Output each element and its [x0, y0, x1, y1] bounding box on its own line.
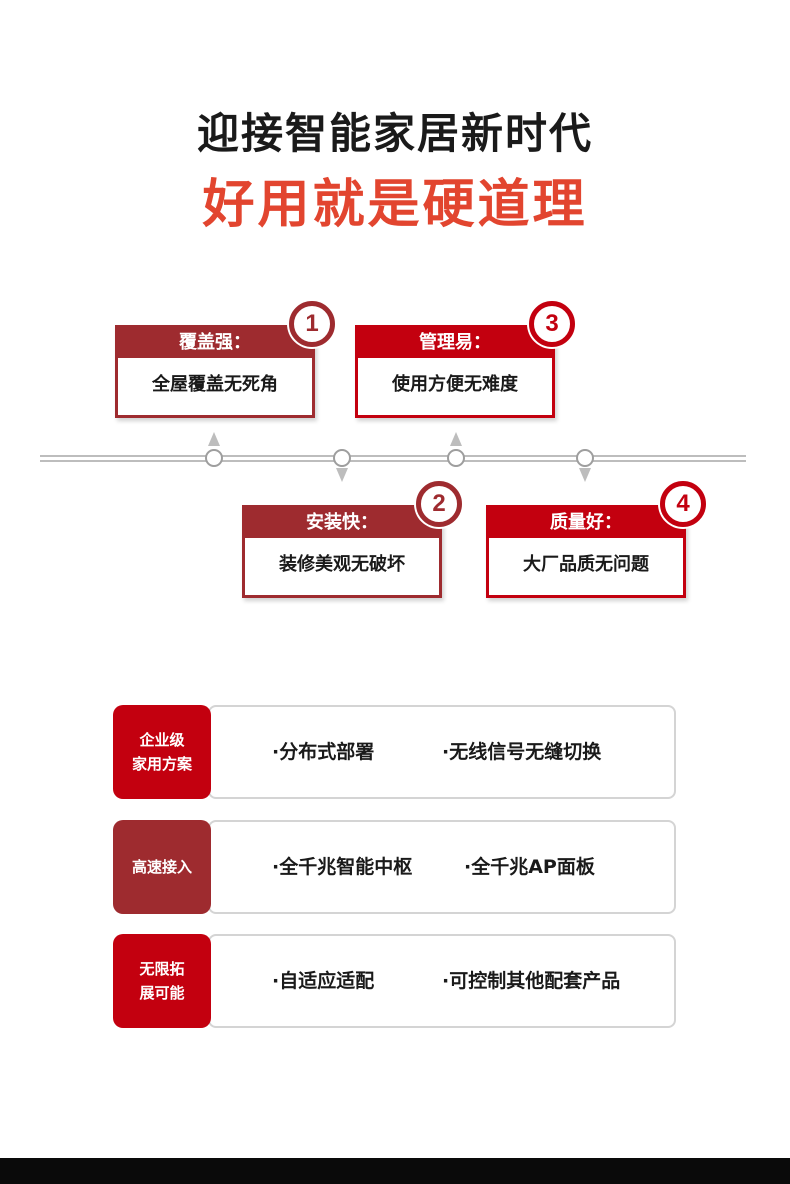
- solution-tag-expansion: 无限拓 展可能: [113, 934, 211, 1028]
- solution-item: ·全千兆AP面板: [464, 856, 595, 878]
- feature-number-badge: 2: [416, 481, 462, 527]
- solution-tag-enterprise: 企业级 家用方案: [113, 705, 211, 799]
- feature-number-badge: 3: [529, 301, 575, 347]
- connector-arrow-up-3: [450, 432, 462, 446]
- feature-card-coverage: 覆盖强： 全屋覆盖无死角: [115, 325, 315, 418]
- feature-title: 安装快：: [245, 508, 439, 538]
- solution-row-high-speed: ·全千兆智能中枢 ·全千兆AP面板: [208, 820, 676, 914]
- solution-row-enterprise: ·分布式部署 ·无线信号无缝切换: [208, 705, 676, 799]
- timeline-node-2: [333, 449, 351, 467]
- feature-card-management: 管理易： 使用方便无难度: [355, 325, 555, 418]
- feature-card-quality: 质量好： 大厂品质无问题: [486, 505, 686, 598]
- connector-arrow-down-2: [336, 468, 348, 482]
- timeline-line: [40, 460, 746, 462]
- feature-card-installation: 安装快： 装修美观无破坏: [242, 505, 442, 598]
- timeline-node-1: [205, 449, 223, 467]
- feature-desc: 大厂品质无问题: [523, 554, 649, 575]
- timeline-line: [40, 455, 746, 457]
- connector-arrow-up-1: [208, 432, 220, 446]
- timeline-node-3: [447, 449, 465, 467]
- solution-item: ·全千兆智能中枢: [272, 856, 413, 878]
- feature-number-badge: 4: [660, 481, 706, 527]
- feature-title: 覆盖强：: [118, 328, 312, 358]
- headline-primary: 迎接智能家居新时代: [196, 109, 593, 158]
- solution-tag-high-speed: 高速接入: [113, 820, 211, 914]
- feature-desc: 装修美观无破坏: [279, 554, 405, 575]
- feature-title: 管理易：: [358, 328, 552, 358]
- solution-item: ·可控制其他配套产品: [442, 970, 621, 992]
- solution-item: ·分布式部署: [272, 741, 375, 763]
- timeline-node-4: [576, 449, 594, 467]
- feature-desc: 使用方便无难度: [392, 374, 518, 395]
- solution-item: ·自适应适配: [272, 970, 375, 992]
- bottom-bar: [0, 1158, 790, 1184]
- solution-row-expansion: ·自适应适配 ·可控制其他配套产品: [208, 934, 676, 1028]
- feature-desc: 全屋覆盖无死角: [152, 374, 278, 395]
- connector-arrow-down-4: [579, 468, 591, 482]
- solution-item: ·无线信号无缝切换: [442, 741, 602, 763]
- feature-title: 质量好：: [489, 508, 683, 538]
- headline-secondary: 好用就是硬道理: [202, 175, 588, 235]
- feature-number-badge: 1: [289, 301, 335, 347]
